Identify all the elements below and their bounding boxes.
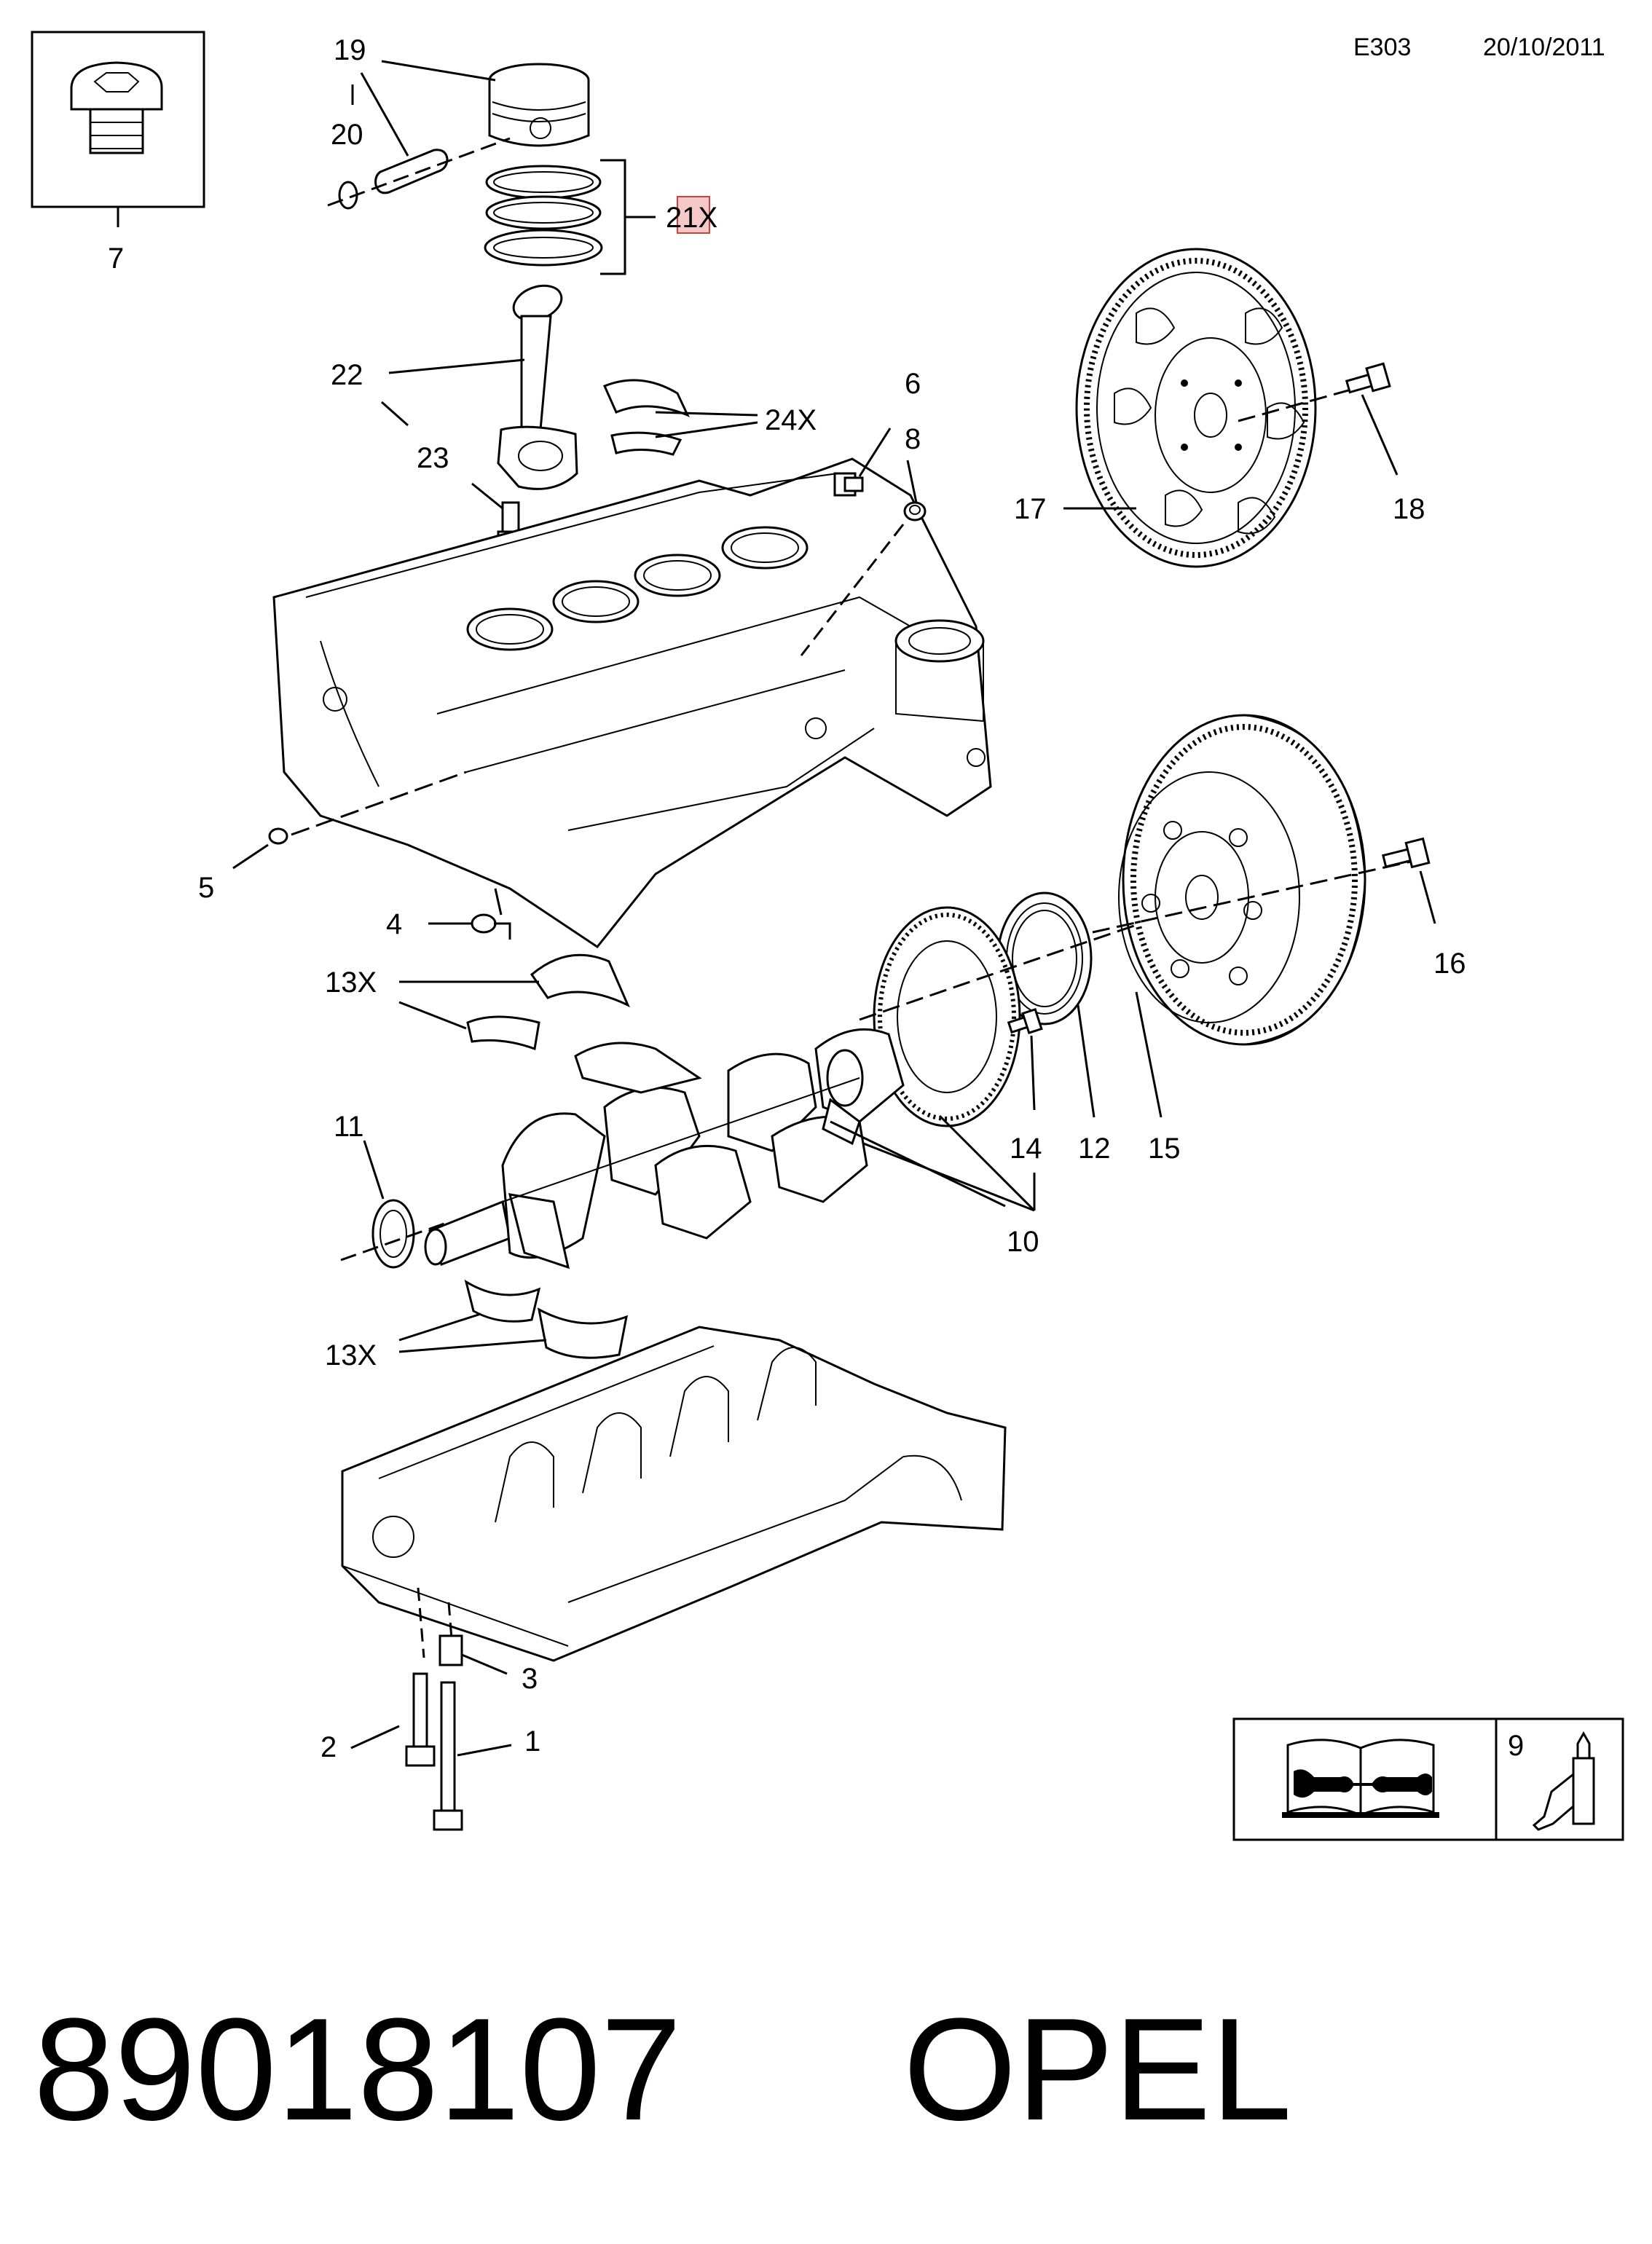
callout-20: 20: [331, 119, 363, 151]
bedplate-bolt-1[interactable]: [433, 1681, 463, 1831]
legend-box: 9: [1232, 1717, 1624, 1841]
piston[interactable]: [488, 63, 590, 147]
callout-16: 16: [1433, 948, 1466, 980]
callout-4: 4: [386, 908, 402, 940]
callout-2: 2: [320, 1731, 337, 1763]
drain-plug-icon: [70, 61, 163, 154]
rear-crankshaft-seal[interactable]: [996, 891, 1093, 1025]
flywheel-bolt-16[interactable]: [1382, 837, 1431, 869]
callout-12: 12: [1078, 1133, 1111, 1165]
brand-name: OPEL: [903, 1988, 1292, 2151]
manual-book-wrench-icon: [1282, 1739, 1439, 1818]
piston-pin[interactable]: [338, 149, 449, 210]
flywheel[interactable]: [1118, 714, 1366, 1046]
callout-6: 6: [905, 368, 921, 400]
callout-9: 9: [1508, 1730, 1524, 1762]
callout-8: 8: [905, 423, 921, 455]
callout-10: 10: [1007, 1226, 1039, 1258]
reluctor-screw-14[interactable]: [1007, 1008, 1043, 1034]
callout-3: 3: [522, 1663, 538, 1695]
sealant-bottle-icon: [1532, 1731, 1595, 1831]
bedplate[interactable]: [341, 1326, 1007, 1662]
reluctor-ring[interactable]: [873, 906, 1021, 1127]
main-bearing-shells-lower[interactable]: [464, 1279, 628, 1359]
bedplate-bolt-2[interactable]: [405, 1672, 436, 1767]
flexplate[interactable]: [1075, 248, 1317, 568]
cylinder-block[interactable]: [272, 457, 992, 949]
callout-23: 23: [417, 442, 449, 474]
callout-14: 14: [1010, 1133, 1042, 1165]
dowel-sleeve-3[interactable]: [438, 1634, 463, 1666]
callout-13-upper: 13X: [325, 967, 377, 999]
part-number: 89018107: [34, 1988, 682, 2151]
drain-plug-inset[interactable]: [31, 31, 205, 227]
front-crankshaft-seal[interactable]: [371, 1199, 415, 1269]
callout-5: 5: [198, 872, 214, 904]
oil-gallery-plug-6[interactable]: [833, 472, 864, 497]
dowel-ring-5[interactable]: [268, 827, 288, 845]
diagram-code: E303: [1353, 34, 1411, 61]
callout-18: 18: [1393, 493, 1425, 525]
callout-13-lower: 13X: [325, 1339, 377, 1371]
callout-11: 11: [334, 1111, 364, 1143]
callout-19: 19: [334, 34, 366, 66]
callout-7: 7: [108, 243, 124, 275]
flexplate-bolt-18[interactable]: [1345, 362, 1391, 394]
crankshaft[interactable]: [424, 1028, 905, 1269]
con-rod-bearing-shells[interactable]: [602, 379, 690, 456]
main-bearing-shells-upper[interactable]: [466, 953, 630, 1051]
oil-gallery-plug-8[interactable]: [903, 501, 927, 521]
connecting-rod[interactable]: [497, 280, 578, 490]
oil-nozzle-4[interactable]: [471, 888, 511, 940]
highlight-21: [677, 196, 710, 234]
callout-21: 21X: [666, 202, 717, 234]
diagram-date: 20/10/2011: [1483, 34, 1605, 61]
piston-ring-set[interactable]: [484, 165, 603, 267]
callout-1: 1: [524, 1725, 540, 1757]
callout-24: 24X: [765, 404, 817, 436]
callout-17: 17: [1014, 493, 1047, 525]
callout-15: 15: [1148, 1133, 1181, 1165]
callout-22: 22: [331, 359, 363, 391]
